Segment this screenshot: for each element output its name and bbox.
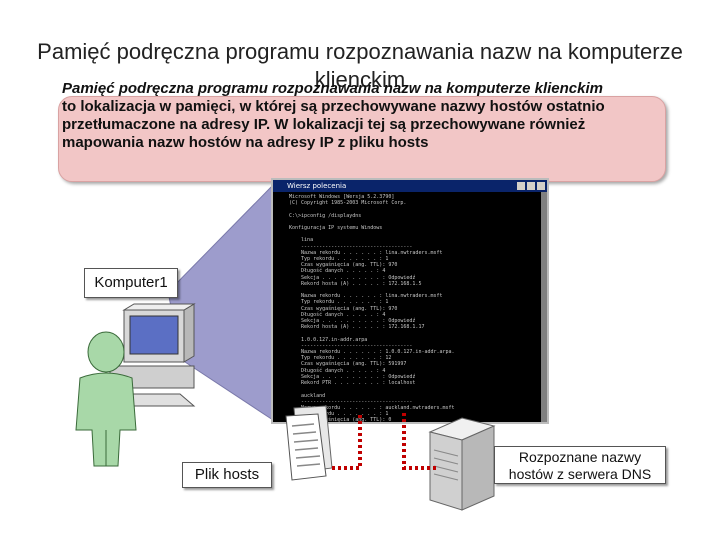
console-line: Długość danych . . . . . : 4: [289, 367, 386, 374]
command-prompt-window: Wiersz polecenia Microsoft Windows [Wers…: [271, 178, 549, 424]
monitor-screen: [129, 315, 179, 355]
console-line: (C) Copyright 1985-2003 Microsoft Corp.: [289, 200, 407, 207]
dns-server-icon: [428, 417, 496, 511]
console-line: Czas wygaśnięcia (ang. TTL): 591997: [289, 361, 407, 368]
console-line: -------------------------------------: [289, 342, 413, 349]
definition-callout-text: Pamięć podręczna programu rozpoznawania …: [62, 80, 662, 152]
console-line: Sekcja . . . . . . . . . . : Odpowiedź: [289, 373, 416, 380]
person-head: [87, 331, 125, 373]
hosts-file-icon: [285, 405, 333, 481]
dns-server-connector: [402, 412, 436, 470]
slide-title: Pamięć podręczna programu rozpoznawania …: [37, 39, 683, 92]
console-line: C:\>ipconfig /displaydns: [289, 212, 362, 219]
console-title: Wiersz polecenia: [287, 182, 347, 190]
callout-body: to lokalizacja w pamięci, w której są pr…: [62, 98, 605, 151]
console-line: Czas wygaśnięcia (ang. TTL): 970: [289, 305, 398, 312]
console-line: Nazwa rekordu . . . . . . : 1.0.0.127.in…: [289, 349, 455, 356]
hosts-file-connector: [332, 412, 362, 470]
callout-heading: Pamięć podręczna programu rozpoznawania …: [62, 80, 603, 97]
console-line: 1.0.0.127.in-addr.arpa: [289, 336, 368, 343]
minimize-icon: [517, 182, 525, 190]
server-side: [461, 425, 495, 511]
monitor-top: [122, 303, 196, 311]
console-line: Sekcja . . . . . . . . . . : Odpowiedź: [289, 318, 416, 325]
console-line: Czas wygaśnięcia (ang. TTL): 970: [289, 262, 398, 269]
console-line: Długość danych . . . . . : 4: [289, 268, 386, 275]
hosts-file-label: Plik hosts: [182, 462, 272, 488]
computer-illustration: [75, 303, 196, 467]
computer-label: Komputer1: [84, 268, 178, 298]
console-line: Typ rekordu . . . . . . . : 1: [289, 256, 389, 263]
server-vent-lines: [433, 449, 459, 481]
console-line: Rekord PTR . . . . . . . . : localhost: [289, 380, 416, 387]
hosts-file-page: [285, 413, 327, 481]
console-line: Nazwa rekordu . . . . . . : lina.nwtrade…: [289, 249, 443, 256]
console-output: Microsoft Windows [Wersja 5.2.3790](C) C…: [273, 192, 547, 422]
console-line: Rekord hosta (A) . . . . . : 172.168.1.1…: [289, 324, 425, 331]
definition-callout-box: [58, 96, 666, 182]
dns-resolved-names-label: Rozpoznane nazwy hostów z serwera DNS: [494, 446, 666, 484]
maximize-icon: [527, 182, 535, 190]
console-line: Konfiguracja IP systemu Windows: [289, 225, 383, 232]
console-line: Sekcja . . . . . . . . . . : Odpowiedź: [289, 274, 416, 281]
person-body: [75, 372, 137, 467]
console-title-bar: Wiersz polecenia: [273, 180, 547, 192]
console-line: Długość danych . . . . . : 4: [289, 311, 386, 318]
console-line: Rekord hosta (A) . . . . . : 172.168.1.5: [289, 280, 422, 287]
console-line: -------------------------------------: [289, 398, 413, 405]
console-line: auckland: [289, 392, 326, 399]
close-icon: [537, 182, 545, 190]
hosts-file-text-lines: [291, 423, 321, 467]
console-line: Nazwa rekordu . . . . . . : lina.nwtrade…: [289, 293, 443, 300]
console-line: Microsoft Windows [Wersja 5.2.3790]: [289, 194, 395, 200]
console-line: Typ rekordu . . . . . . . : 12: [289, 355, 392, 362]
console-line: lina: [289, 237, 314, 244]
console-line: Typ rekordu . . . . . . . : 1: [289, 299, 389, 306]
console-scrollbar: [541, 192, 547, 422]
console-line: -------------------------------------: [289, 243, 413, 250]
